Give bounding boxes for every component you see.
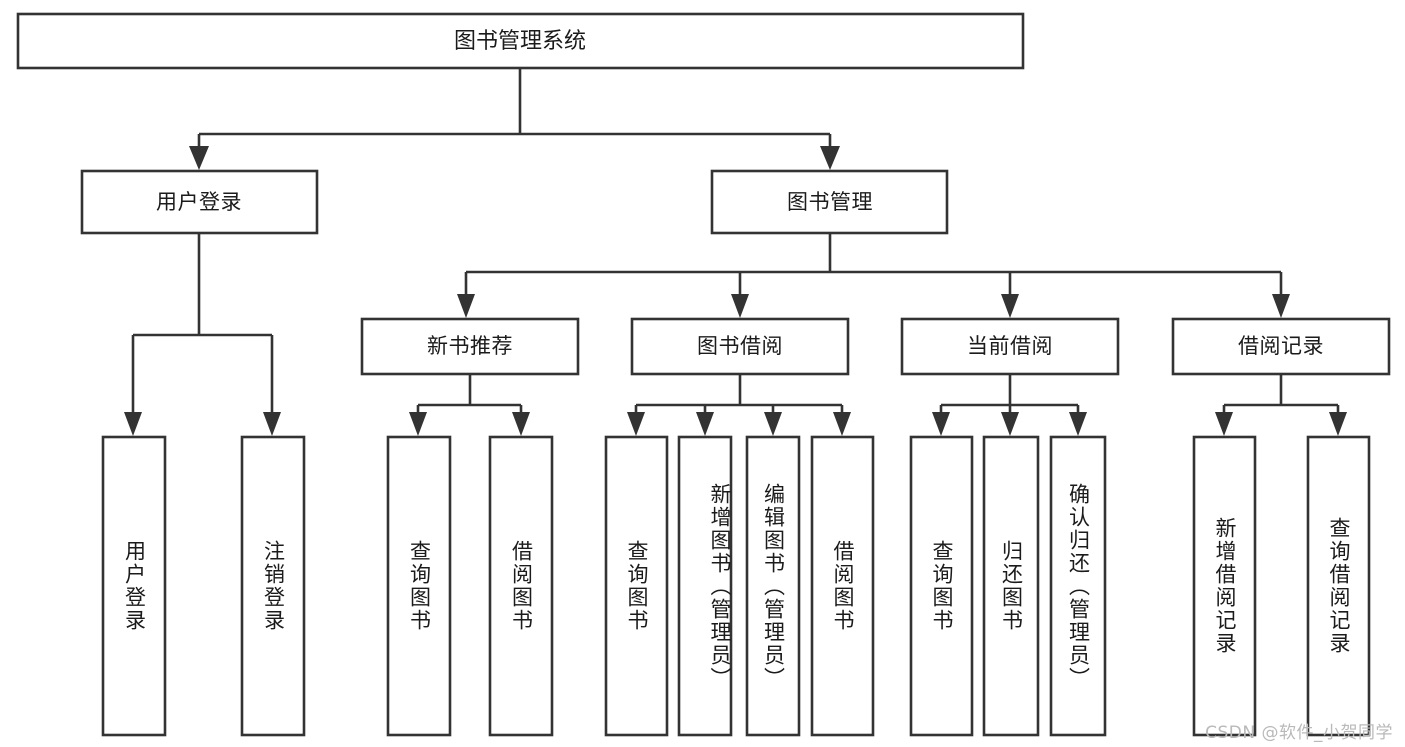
csdn-watermark: CSDN @软件_小贺同学 [1205, 723, 1393, 743]
arrow-icon-to-book-borrow [731, 294, 749, 318]
arrow-icon-to-leaf-query-book-1 [409, 412, 427, 436]
node-box-book-manage[interactable] [710, 169, 949, 235]
arrow-icon-to-book-manage [820, 146, 840, 170]
node-layer [16, 12, 1391, 737]
node-box-leaf-return-book[interactable] [982, 435, 1040, 737]
node-box-user-login[interactable] [80, 169, 319, 235]
arrow-icon-to-leaf-borrow-book-2 [833, 412, 851, 436]
arrow-icon-to-leaf-add-record [1215, 412, 1233, 436]
node-label-new-book-rec: 新书推荐 [427, 334, 513, 358]
arrowhead-layer [124, 146, 1347, 436]
arrow-icon-to-leaf-confirm-return [1069, 412, 1087, 436]
node-label-book-borrow: 图书借阅 [697, 334, 783, 358]
arrow-icon-to-borrow-record [1272, 294, 1290, 318]
arrow-icon-to-current-borrow [1001, 294, 1019, 318]
node-box-leaf-query-book-2[interactable] [604, 435, 669, 737]
arrow-icon-to-leaf-add-book [696, 412, 714, 436]
node-box-root[interactable] [16, 12, 1025, 70]
arrow-icon-to-leaf-query-book-3 [932, 412, 950, 436]
node-box-leaf-logout[interactable] [240, 435, 306, 737]
node-label-borrow-record: 借阅记录 [1238, 334, 1324, 358]
arrow-icon-to-new-book-rec [457, 294, 475, 318]
arrow-icon-to-leaf-borrow-book-1 [512, 412, 530, 436]
node-box-leaf-edit-book[interactable] [745, 435, 801, 737]
arrow-icon-to-leaf-user-login [124, 412, 142, 436]
node-box-current-borrow[interactable] [900, 317, 1120, 376]
node-label-current-borrow: 当前借阅 [967, 334, 1053, 358]
node-box-leaf-confirm-return[interactable] [1049, 435, 1107, 737]
node-label-root: 图书管理系统 [454, 29, 586, 54]
arrow-icon-to-leaf-logout [263, 412, 281, 436]
node-box-leaf-query-book-3[interactable] [909, 435, 974, 737]
node-box-borrow-record[interactable] [1171, 317, 1391, 376]
arrow-icon-to-leaf-edit-book [764, 412, 782, 436]
node-box-leaf-user-login[interactable] [101, 435, 167, 737]
node-box-leaf-add-book[interactable] [677, 435, 733, 737]
node-box-book-borrow[interactable] [630, 317, 850, 376]
arrow-icon-to-leaf-return-book [1001, 412, 1019, 436]
arrow-icon-to-user-login [189, 146, 209, 170]
node-box-leaf-borrow-book-2[interactable] [810, 435, 875, 737]
node-label-book-manage: 图书管理 [787, 190, 873, 214]
label-layer: 图书管理系统 用户登录 图书管理 新书推荐 图书借阅 当前借阅 借阅记录 [156, 29, 1324, 358]
node-box-new-book-rec[interactable] [360, 317, 580, 376]
arrow-icon-to-leaf-query-record [1329, 412, 1347, 436]
node-box-leaf-query-book-1[interactable] [386, 435, 452, 737]
node-label-user-login: 用户登录 [156, 190, 242, 214]
node-box-leaf-query-record[interactable] [1306, 435, 1371, 737]
arrow-icon-to-leaf-query-book-2 [627, 412, 645, 436]
node-box-leaf-add-record[interactable] [1192, 435, 1257, 737]
node-box-leaf-borrow-book-1[interactable] [488, 435, 554, 737]
